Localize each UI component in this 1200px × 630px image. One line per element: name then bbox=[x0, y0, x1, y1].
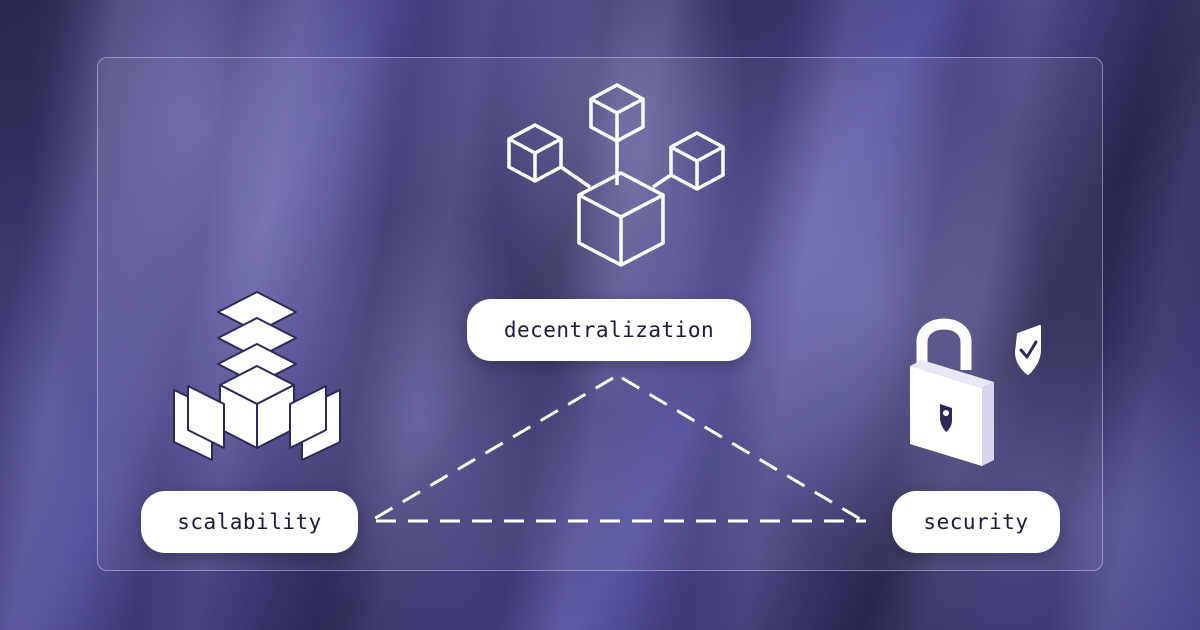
scalability-text: scalability bbox=[177, 510, 322, 534]
edge-decentralization-security bbox=[621, 376, 863, 522]
cube-right bbox=[669, 131, 725, 191]
connector-right bbox=[652, 173, 672, 189]
edge-decentralization-scalability bbox=[371, 376, 614, 522]
security-label: security bbox=[892, 491, 1060, 553]
scalability-label: scalability bbox=[141, 491, 358, 553]
blockchain-network-icon bbox=[507, 83, 725, 267]
decentralization-text: decentralization bbox=[503, 318, 715, 342]
cube-left bbox=[507, 123, 563, 183]
padlock-icon bbox=[910, 318, 994, 466]
padlock-shield-icon bbox=[910, 318, 1041, 466]
decentralization-label: decentralization bbox=[467, 299, 751, 361]
shield-check-icon bbox=[1015, 325, 1041, 375]
security-text: security bbox=[923, 510, 1029, 534]
connector-left bbox=[560, 165, 591, 189]
layered-blocks-icon bbox=[173, 291, 341, 461]
cube-top bbox=[589, 83, 645, 143]
cube-center bbox=[577, 171, 665, 267]
